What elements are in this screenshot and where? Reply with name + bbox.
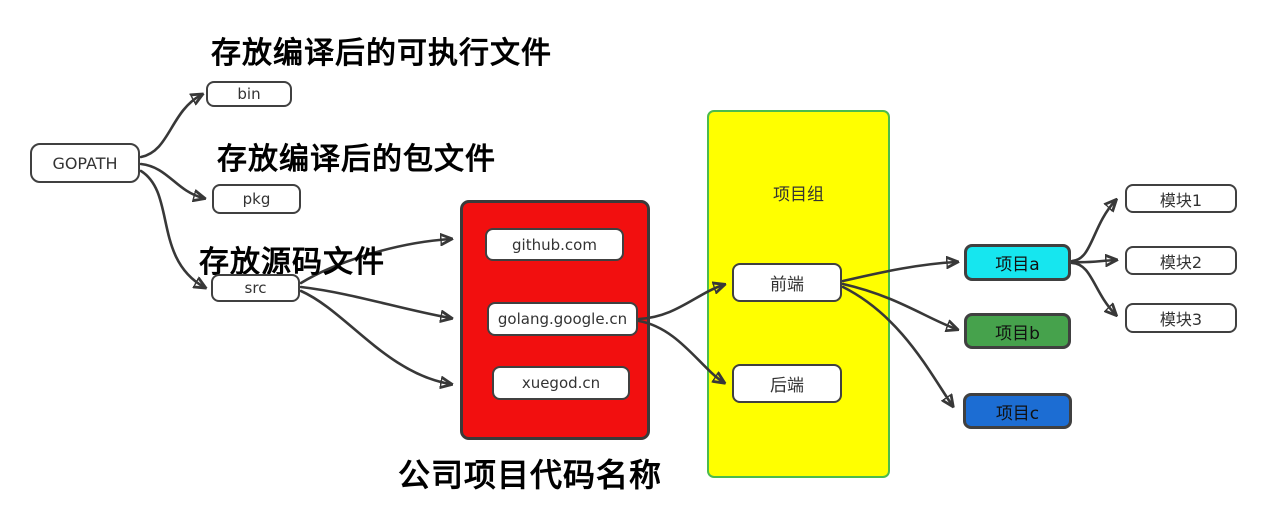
- node-pkg: pkg: [212, 184, 301, 214]
- node-module-2: 模块2: [1125, 246, 1237, 275]
- node-xuegod-cn: xuegod.cn: [492, 366, 630, 400]
- node-golang-google-cn: golang.google.cn: [487, 302, 638, 336]
- node-src: src: [211, 274, 300, 302]
- edge-project-a-module2: [1070, 260, 1115, 262]
- note-company-repos: 公司项目代码名称: [398, 456, 663, 494]
- node-module-3: 模块3: [1125, 303, 1237, 333]
- edge-frontend-project-b: [841, 282, 956, 329]
- node-module-1: 模块1: [1125, 184, 1237, 213]
- edge-gopath-bin: [139, 95, 201, 159]
- node-bin: bin: [206, 81, 292, 107]
- node-github-com: github.com: [485, 228, 624, 261]
- node-frontend: 前端: [732, 263, 842, 302]
- edge-src-golang: [299, 285, 450, 318]
- edge-gopath-src: [139, 169, 204, 287]
- edge-golang-frontend: [637, 285, 723, 321]
- edge-src-xuegod: [299, 289, 450, 384]
- edge-frontend-project-c: [841, 285, 952, 405]
- edge-golang-backend: [637, 319, 723, 382]
- edge-frontend-project-a: [841, 262, 956, 283]
- edge-project-a-module1: [1070, 201, 1115, 263]
- node-project-a: 项目a: [964, 244, 1071, 281]
- edge-gopath-pkg: [139, 162, 203, 198]
- edge-project-a-module3: [1070, 261, 1115, 314]
- note-packages: 存放编译后的包文件: [217, 142, 496, 177]
- node-project-c: 项目c: [963, 393, 1072, 429]
- node-project-b: 项目b: [964, 313, 1071, 349]
- edge-src-github: [299, 239, 450, 285]
- node-gopath: GOPATH: [30, 143, 140, 183]
- project-group-label: 项目组: [773, 185, 824, 205]
- note-executables: 存放编译后的可执行文件: [211, 36, 552, 71]
- node-backend: 后端: [732, 364, 842, 403]
